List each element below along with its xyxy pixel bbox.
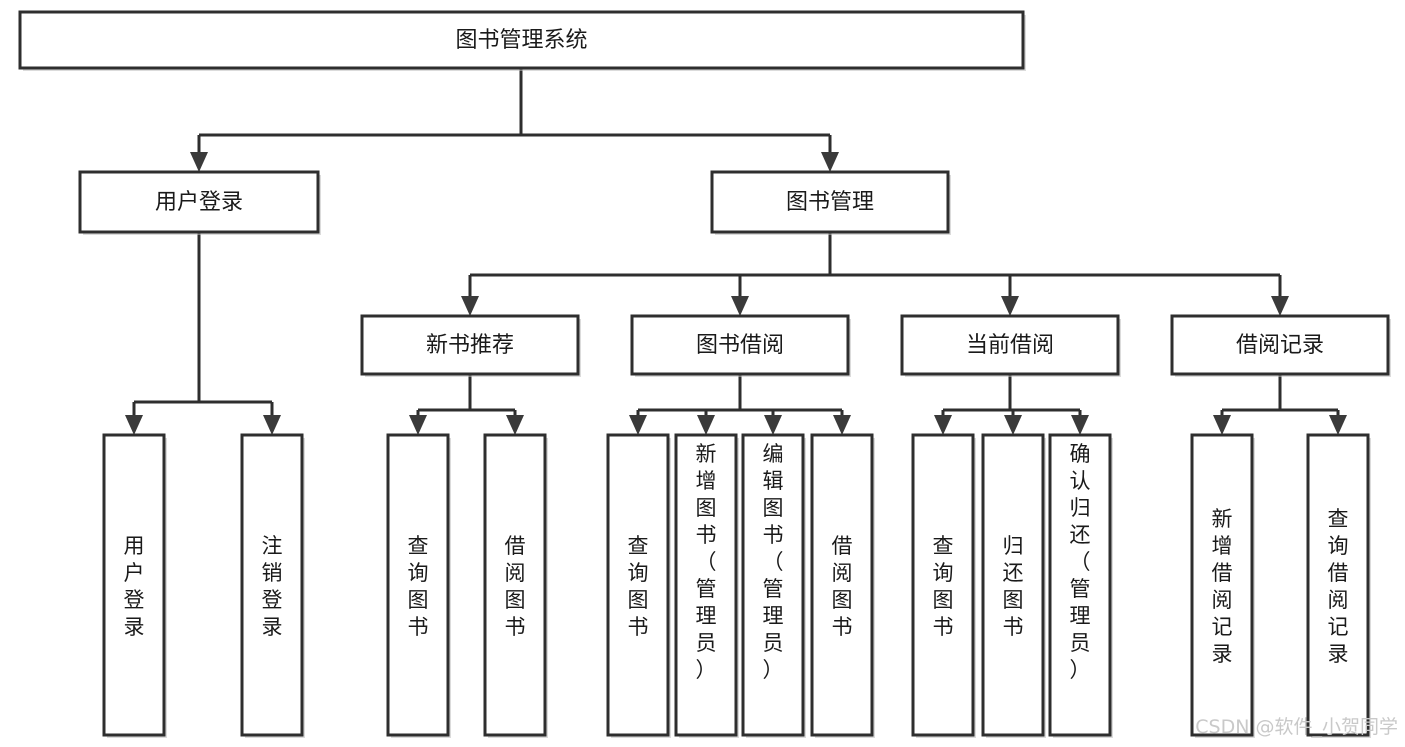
node-leaf-return-book-label: 归还图书 [1003, 534, 1024, 639]
node-leaf-query-book-3-box[interactable] [911, 433, 975, 737]
node-borrow-record[interactable]: 借阅记录 [1170, 314, 1391, 377]
connector-root-to-level2 [190, 68, 839, 172]
connector-newbook-to-leaves [409, 374, 524, 435]
node-leaf-query-book-1[interactable]: 查询图书 [386, 433, 451, 738]
node-leaf-user-login-label: 用户登录 [124, 534, 145, 639]
node-layer: 图书管理系统用户登录图书管理新书推荐图书借阅当前借阅借阅记录用户登录注销登录查询… [18, 10, 1391, 738]
node-root[interactable]: 图书管理系统 [18, 10, 1026, 71]
node-book-borrow[interactable]: 图书借阅 [630, 314, 851, 377]
connector-borrowrecord-to-leaves [1213, 374, 1347, 435]
connector-bookborrow-to-leaves [629, 374, 851, 435]
connector-currentborrow-to-leaves [934, 374, 1089, 435]
connector-layer [125, 68, 1347, 435]
node-leaf-edit-book-label: 编辑图书（管理员） [763, 442, 784, 682]
node-leaf-add-borrow-record[interactable]: 新增借阅记录 [1190, 433, 1255, 738]
node-leaf-query-borrow-record-box[interactable] [1306, 433, 1370, 737]
node-new-book-recommend-box[interactable] [360, 314, 580, 376]
node-borrow-record-label: 借阅记录 [1236, 333, 1324, 358]
node-leaf-confirm-return-box[interactable] [1048, 433, 1112, 737]
node-leaf-add-book-label: 新增图书（管理员） [696, 442, 717, 682]
node-leaf-borrow-book-1-label: 借阅图书 [505, 534, 526, 639]
node-leaf-confirm-return[interactable]: 确认归还（管理员） [1048, 433, 1113, 738]
node-book-management-box[interactable] [710, 170, 950, 234]
node-leaf-query-book-3[interactable]: 查询图书 [911, 433, 976, 738]
connector-userlogin-to-leaves [125, 232, 281, 435]
node-leaf-edit-book-box[interactable] [741, 433, 805, 737]
node-new-book-recommend-label: 新书推荐 [426, 333, 514, 358]
node-leaf-logout-login-label: 注销登录 [262, 534, 283, 639]
node-leaf-query-book-3-label: 查询图书 [933, 534, 954, 639]
node-new-book-recommend[interactable]: 新书推荐 [360, 314, 581, 377]
node-current-borrow[interactable]: 当前借阅 [900, 314, 1121, 377]
node-book-management-label: 图书管理 [786, 190, 874, 215]
connector-booklmgmt-to-level3 [461, 232, 1289, 316]
node-borrow-record-box[interactable] [1170, 314, 1390, 376]
node-user-login-label: 用户登录 [155, 190, 243, 215]
node-leaf-query-book-1-label: 查询图书 [408, 534, 429, 639]
node-leaf-borrow-book-2-box[interactable] [810, 433, 874, 737]
node-leaf-return-book-box[interactable] [981, 433, 1045, 737]
node-leaf-borrow-book-2-label: 借阅图书 [832, 534, 853, 639]
node-leaf-borrow-book-1[interactable]: 借阅图书 [483, 433, 548, 738]
node-leaf-edit-book[interactable]: 编辑图书（管理员） [741, 433, 806, 738]
node-user-login[interactable]: 用户登录 [78, 170, 321, 235]
node-leaf-query-book-1-box[interactable] [386, 433, 450, 737]
node-current-borrow-label: 当前借阅 [966, 333, 1054, 358]
node-leaf-query-book-2-box[interactable] [606, 433, 670, 737]
node-leaf-user-login[interactable]: 用户登录 [102, 433, 167, 738]
node-leaf-query-book-2-label: 查询图书 [628, 534, 649, 639]
node-book-borrow-label: 图书借阅 [696, 333, 784, 358]
node-current-borrow-box[interactable] [900, 314, 1120, 376]
node-leaf-logout-login-box[interactable] [240, 433, 304, 737]
node-book-borrow-box[interactable] [630, 314, 850, 376]
node-leaf-borrow-book-1-box[interactable] [483, 433, 547, 737]
node-root-label: 图书管理系统 [455, 28, 587, 53]
node-leaf-add-borrow-record-box[interactable] [1190, 433, 1254, 737]
node-leaf-user-login-box[interactable] [102, 433, 166, 737]
node-leaf-return-book[interactable]: 归还图书 [981, 433, 1046, 738]
node-book-management[interactable]: 图书管理 [710, 170, 951, 235]
node-leaf-logout-login[interactable]: 注销登录 [240, 433, 305, 738]
node-leaf-add-book[interactable]: 新增图书（管理员） [674, 433, 739, 738]
node-root-box[interactable] [18, 10, 1025, 70]
node-leaf-add-book-box[interactable] [674, 433, 738, 737]
csdn-watermark: CSDN @软件_小贺同学 [1195, 716, 1398, 738]
node-leaf-query-borrow-record-label: 查询借阅记录 [1328, 507, 1349, 666]
node-leaf-borrow-book-2[interactable]: 借阅图书 [810, 433, 875, 738]
node-leaf-query-book-2[interactable]: 查询图书 [606, 433, 671, 738]
node-leaf-add-borrow-record-label: 新增借阅记录 [1212, 507, 1233, 666]
node-leaf-query-borrow-record[interactable]: 查询借阅记录 [1306, 433, 1371, 738]
node-user-login-box[interactable] [78, 170, 320, 234]
node-leaf-confirm-return-label: 确认归还（管理员） [1070, 442, 1091, 682]
